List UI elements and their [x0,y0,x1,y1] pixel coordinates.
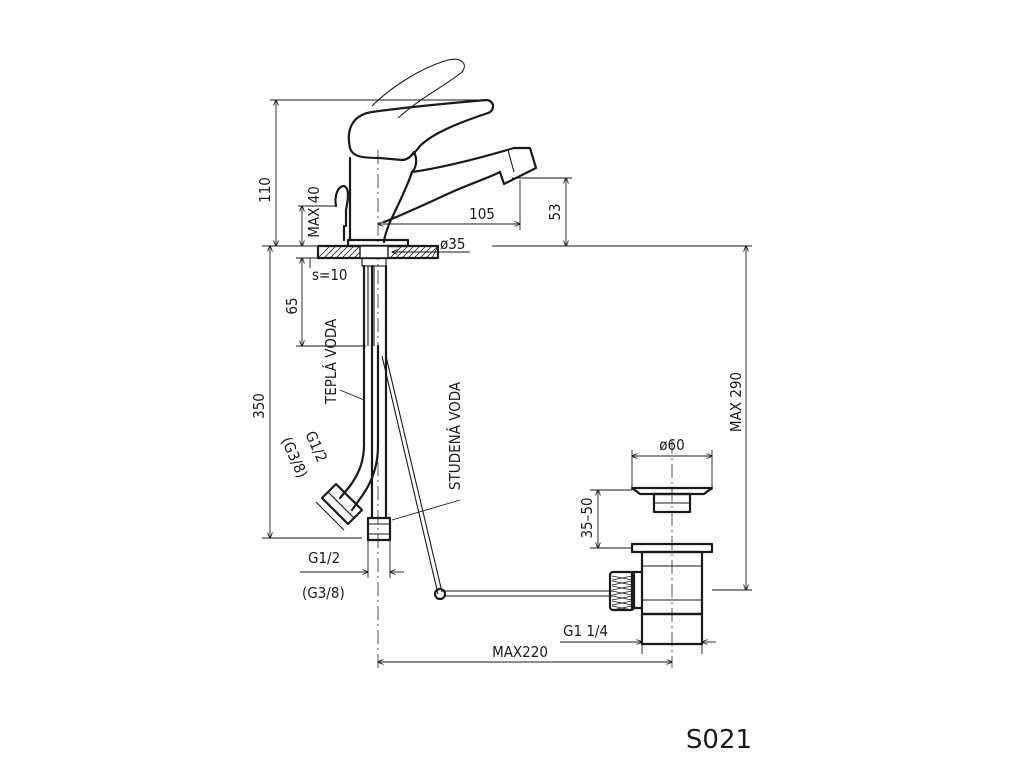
label-105: 105 [469,205,495,223]
faucet-body [334,58,538,248]
label-110: 110 [256,177,274,203]
lever-handle [347,98,495,162]
hot-nut-end [315,501,345,531]
hot-water-leader [339,389,365,401]
label-cold-thread: G1/2 [308,549,340,567]
label-hot-water: TEPLÁ VODA [321,318,340,405]
waste-knob-knurling [611,575,633,611]
pull-rod-joint [433,587,447,601]
deck-hatch-line [347,245,361,259]
lever-raised-outline [371,58,465,119]
supply-pipes [315,257,612,601]
dimension-labels: 110 MAX 40 105 53 ø35 s=10 65 350 MAX 29… [250,177,745,661]
label-cold-water: STUDENÁ VODA [445,381,464,490]
waste-knob [608,570,636,612]
knurl-line [611,590,633,596]
knurl-line [611,600,633,606]
label-35-50: 35–50 [578,497,596,538]
label-d60: ø60 [659,436,684,454]
spout-nozzle-ring [507,149,515,173]
fixing-nut [361,257,387,267]
knurl-line [611,580,633,586]
connection-labels: G1/2 (G3/8) G1/2 (G3/8) G1 1/4 [277,428,608,640]
label-d35: ø35 [440,235,465,253]
hot-nut-line [327,491,355,519]
deck-hatch-line [317,245,331,259]
cold-water-leader [391,499,461,521]
label-max40: MAX 40 [305,186,323,238]
label-waste-thread: G1 1/4 [563,622,608,640]
waste-plug-top [630,486,714,496]
knurl-line [611,595,633,601]
label-cold-thread-alt: (G3/8) [302,584,345,602]
deck-hatch-line [329,245,343,259]
knurl-line [611,605,633,611]
model-code: S021 [686,725,752,755]
label-65: 65 [283,297,301,314]
pull-rod-right [385,355,443,593]
spout-top [410,146,516,174]
waste-tailpipe [640,612,704,646]
deck-hatch-line [335,245,349,259]
cold-connector-nut [366,516,392,542]
hot-connector-nut [320,482,364,526]
popup-knob [334,184,350,228]
deck-hatch-line [341,245,355,259]
waste-assembly [608,486,714,646]
body-right-side [382,150,418,244]
deck-hole [359,245,389,259]
label-350: 350 [250,393,268,419]
water-labels: TEPLÁ VODA STUDENÁ VODA [321,318,464,490]
label-max290: MAX 290 [727,372,745,432]
body-cap [348,146,416,162]
knurl-line [611,585,633,591]
label-s10: s=10 [312,266,348,284]
label-max220: MAX220 [492,643,548,661]
hot-pipe-inner [350,344,380,512]
spout-nozzle [498,146,538,186]
knurl-line [611,575,633,581]
hot-pipe-outer [338,264,366,500]
waste-flange [630,542,714,554]
spout-bottom [382,170,502,224]
deck-hatch-line [323,245,337,259]
dimension-lines [262,100,752,662]
label-53: 53 [546,203,564,220]
pull-rod-left [381,355,439,595]
